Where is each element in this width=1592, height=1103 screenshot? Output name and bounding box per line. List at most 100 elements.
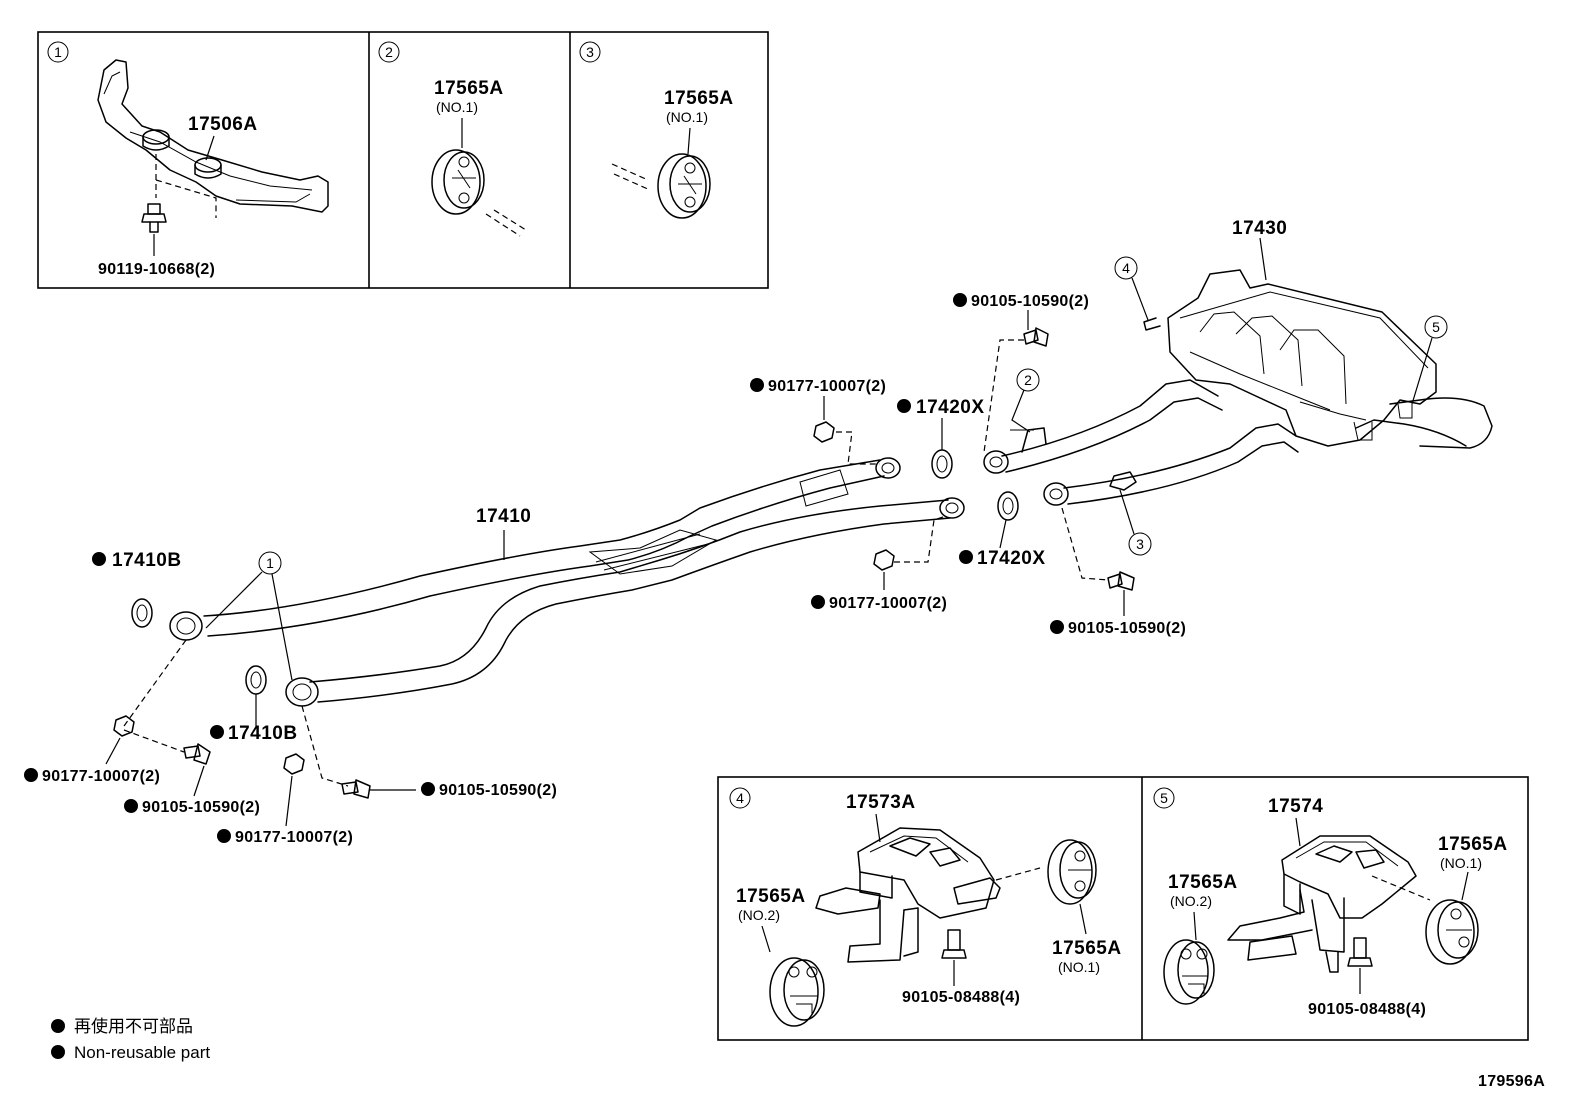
label-no1-inset-2: (NO.1): [436, 99, 478, 115]
label-17410: 17410: [476, 506, 531, 527]
label-no1-inset-4: (NO.1): [1058, 959, 1100, 975]
label-90105-08488-inset-4: 90105-08488(4): [902, 989, 1020, 1006]
label-17420x-upper: 17420X: [916, 397, 985, 418]
legend: 再使用不可部品 Non-reusable part: [51, 1016, 210, 1062]
bolt-right: [1107, 571, 1135, 591]
label-17573a: 17573A: [846, 792, 916, 813]
bolt-90105-08488-inset-5: [1347, 937, 1373, 967]
bolt-90105-08488-inset-4: [941, 929, 967, 959]
inset-5: 5 17574 17565A (NO.1) 17565A (NO.2): [1153, 787, 1508, 1018]
legend-en: Non-reusable part: [74, 1043, 210, 1062]
non-reusable-dot: [750, 378, 764, 392]
label-90177-left: 90177-10007(2): [42, 768, 160, 785]
inset-3-number: 3: [586, 44, 594, 60]
callout-2: 2: [1024, 372, 1032, 388]
rubber-hanger-no1-inset-4: [1047, 839, 1097, 905]
diagram-id: 179596A: [1478, 1073, 1545, 1090]
label-17565a-inset-3: 17565A: [664, 88, 734, 109]
gasket-17420x-lower: [997, 491, 1019, 521]
nut-bottom: [283, 753, 305, 775]
non-reusable-dot: [210, 725, 224, 739]
non-reusable-dot: [421, 782, 435, 796]
callout-5: 5: [1432, 319, 1440, 335]
label-90177-top: 90177-10007(2): [768, 378, 886, 395]
bolt-top: [1023, 327, 1049, 347]
label-90105-right: 90105-10590(2): [1068, 620, 1186, 637]
label-90105-center: 90105-10590(2): [439, 782, 557, 799]
top-inset-frame: [37, 31, 769, 289]
non-reusable-dot: [92, 552, 106, 566]
label-17430: 17430: [1232, 218, 1287, 239]
bolt-center: [341, 779, 371, 799]
rear-muffler-17430: [983, 269, 1493, 506]
callout-2-circle: [1016, 368, 1040, 392]
legend-dot-jp: [51, 1019, 65, 1033]
bolt-left: [183, 743, 211, 765]
callout-3: 3: [1136, 536, 1144, 552]
label-90105-08488-inset-5: 90105-08488(4): [1308, 1001, 1426, 1018]
inset-2-number-circle: [378, 41, 400, 63]
inset-1-number-circle: [47, 41, 69, 63]
gasket-17420x-upper: [931, 449, 953, 479]
rubber-hanger-no2-inset-4: [769, 957, 825, 1027]
label-90177-mid: 90177-10007(2): [829, 595, 947, 612]
inset-4-number-circle: [729, 787, 751, 809]
label-no2-inset-5: (NO.2): [1170, 893, 1212, 909]
label-90105-left: 90105-10590(2): [142, 799, 260, 816]
label-17574: 17574: [1268, 796, 1323, 817]
gasket-17410b-upper: [131, 598, 153, 628]
callout-4-circle: [1114, 256, 1138, 280]
non-reusable-dot: [959, 550, 973, 564]
non-reusable-dot: [217, 829, 231, 843]
label-no1-inset-5: (NO.1): [1440, 855, 1482, 871]
callout-5-circle: [1424, 315, 1448, 339]
hanger-bracket-17574: [1227, 835, 1417, 973]
inset-5-number-circle: [1153, 787, 1175, 809]
inset-5-number: 5: [1160, 790, 1168, 806]
non-reusable-dot: [1050, 620, 1064, 634]
callout-1-circle: [258, 551, 282, 575]
non-reusable-dot: [897, 399, 911, 413]
label-17565a-no1-inset-4: 17565A: [1052, 938, 1122, 959]
label-17506a: 17506A: [188, 114, 258, 135]
rubber-hanger-inset-2: [431, 149, 485, 215]
rubber-hanger-no2-inset-5: [1163, 939, 1215, 1005]
front-pipe-17410: [169, 457, 965, 707]
non-reusable-dot: [24, 768, 38, 782]
gasket-17410b-lower: [245, 665, 267, 695]
inset-4: 4 17573A 17565A (NO.1) 17565A (NO.2): [729, 787, 1122, 1027]
legend-jp: 再使用不可部品: [74, 1016, 193, 1036]
inset-2: 2 17565A (NO.1): [378, 41, 527, 237]
inset-1-number: 1: [54, 44, 62, 60]
label-17565a-no2-inset-5: 17565A: [1168, 872, 1238, 893]
label-17565a-no1-inset-5: 17565A: [1438, 834, 1508, 855]
non-reusable-dot: [811, 595, 825, 609]
non-reusable-dot: [124, 799, 138, 813]
label-90177-bottom: 90177-10007(2): [235, 829, 353, 846]
label-17565a-inset-2: 17565A: [434, 78, 504, 99]
inset-1: 1 17506A 90119-10668(2): [47, 41, 329, 278]
rubber-hanger-inset-3: [657, 153, 711, 219]
inset-3: 3 17565A (NO.1): [579, 41, 734, 219]
nut-left: [113, 715, 135, 737]
exhaust-bracket-17506a: [97, 59, 329, 218]
callout-3-circle: [1128, 532, 1152, 556]
rubber-hanger-no1-inset-5: [1425, 899, 1479, 965]
label-17420x-lower: 17420X: [977, 548, 1046, 569]
label-no1-inset-3: (NO.1): [666, 109, 708, 125]
legend-dot-en: [51, 1045, 65, 1059]
label-90105-top: 90105-10590(2): [971, 293, 1089, 310]
label-17410b-upper: 17410B: [112, 550, 182, 571]
label-90119-10668: 90119-10668(2): [98, 261, 215, 278]
inset-4-number: 4: [736, 790, 744, 806]
inset-3-number-circle: [579, 41, 601, 63]
non-reusable-dot: [953, 293, 967, 307]
nut-top: [813, 421, 835, 443]
callout-4: 4: [1122, 260, 1130, 276]
label-no2-inset-4: (NO.2): [738, 907, 780, 923]
nut-mid: [873, 549, 895, 571]
callout-1: 1: [266, 555, 274, 571]
bolt-90119: [141, 203, 167, 233]
